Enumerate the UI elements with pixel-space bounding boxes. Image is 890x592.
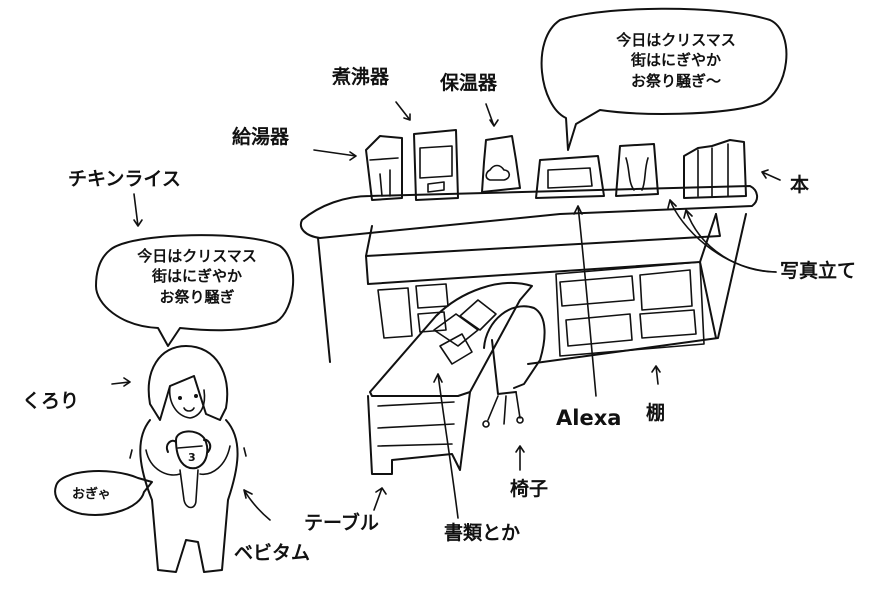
label-chair: 椅子 [510,478,549,500]
shelf-cabinet [317,213,747,365]
alexa-bubble-line-2: 街はにぎやか [630,51,721,70]
photo-frame [615,143,659,197]
label-baby-cry: おぎゃ [72,487,111,502]
person-bubble-line-1: 今日はクリスマス [137,247,257,265]
baby-speech-bubble-shape [54,470,153,516]
shelf-top-board [300,185,758,239]
label-photo-frame: 写真立て [780,260,857,282]
books [683,139,747,199]
label-warmer: 保温器 [440,72,498,94]
alexa-speech-bubble-shape [540,7,788,151]
label-shelf: 棚 [646,402,666,424]
alexa-bubble-text: 今日はクリスマス 街はにぎやか お祭り騒ぎ〜 [588,30,764,91]
label-kettle: 煮沸器 [332,66,390,88]
person-bubble-line-2: 街はにぎやか [151,267,242,286]
arrows [111,101,781,521]
label-beby-tam: ベビタム [234,542,311,564]
person-kurori [139,345,239,573]
table [367,282,533,475]
label-water-heater: 給湯器 [232,126,290,148]
label-table: テーブル [304,512,379,534]
baby-number: 3 [188,451,196,464]
person-bubble-text: 今日はクリスマス 街はにぎやか お祭り騒ぎ [112,246,282,307]
label-kurori: くろり [22,390,80,412]
chair [482,305,546,428]
label-book: 本 [790,174,810,196]
boiler-appliance [413,129,459,201]
label-chicken-rice: チキンライス [68,168,181,190]
label-alexa: Alexa [556,406,622,430]
alexa-bubble-line-3: お祭り騒ぎ〜 [630,71,721,90]
water-heater [365,135,403,201]
label-documents: 書類とか [444,522,521,544]
alexa-device [535,155,605,199]
alexa-bubble-line-1: 今日はクリスマス [616,31,736,49]
baby-bebitam [166,430,212,509]
person-bubble-line-3: お祭り騒ぎ [159,287,235,306]
person-speech-bubble-shape [95,234,294,347]
warmer-appliance [481,135,521,193]
